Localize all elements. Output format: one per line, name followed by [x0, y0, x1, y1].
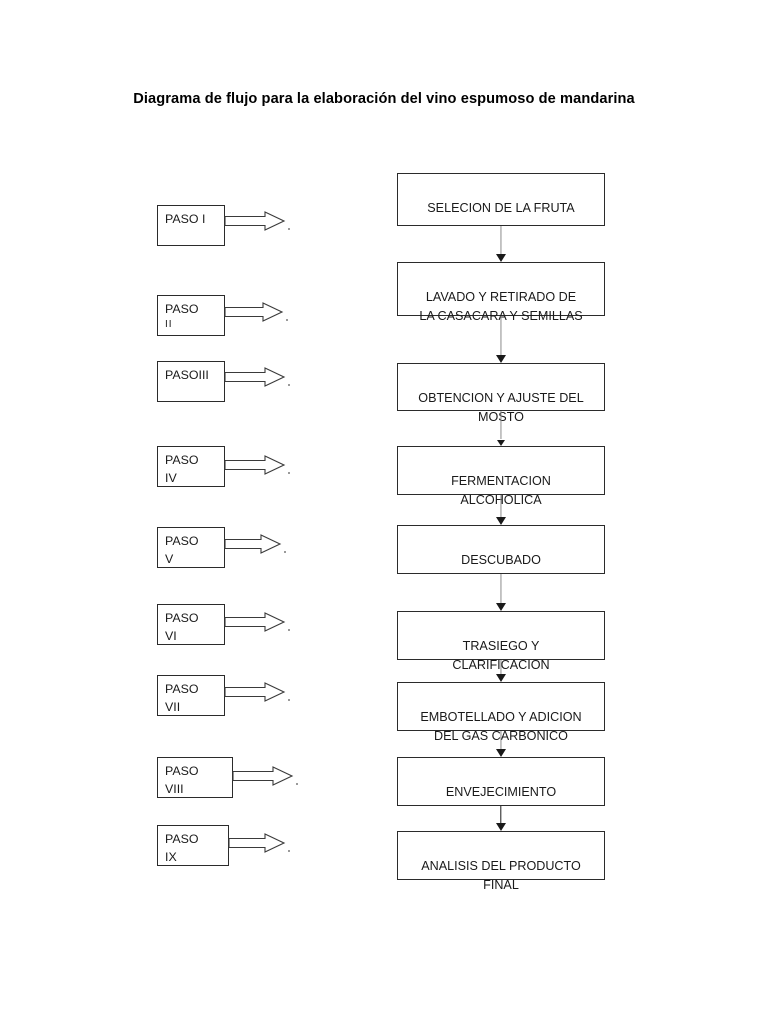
step-box-paso-9[interactable]: PASO IX: [157, 825, 229, 866]
process-label: OBTENCION Y AJUSTE DEL MOSTO: [418, 391, 584, 424]
step-box-paso-3[interactable]: PASOIII: [157, 361, 225, 402]
connector-arrow-6: [494, 660, 508, 682]
step-label-line-1: PASOIII: [165, 368, 209, 382]
step-label-line-1: PASO: [165, 764, 199, 778]
process-box-fermentacion[interactable]: FERMENTACION ALCOHOLICA: [397, 446, 605, 507]
step-arrow-paso-2: [224, 302, 288, 322]
process-box-mosto[interactable]: OBTENCION Y AJUSTE DEL MOSTO: [397, 363, 605, 424]
connector-arrowhead: [496, 355, 506, 363]
connector-arrowhead: [497, 440, 505, 446]
step-box-paso-8[interactable]: PASO VIII: [157, 757, 233, 798]
page-title-line-2: mandarina: [560, 91, 635, 107]
connector-stem: [500, 226, 502, 254]
connector-arrowhead: [496, 254, 506, 262]
step-box-paso-7[interactable]: PASO VII: [157, 675, 225, 716]
connector-arrow-7: [494, 731, 508, 757]
connector-stem: [500, 411, 502, 439]
step-box-paso-1[interactable]: PASO I: [157, 205, 225, 246]
connector-arrow-5: [494, 574, 508, 611]
connector-arrowhead: [496, 517, 506, 525]
process-box-trasiego[interactable]: TRASIEGO Y CLARIFICACION: [397, 611, 605, 672]
connector-stem: [500, 574, 502, 603]
connector-stem: [500, 806, 502, 823]
page-title-line-1: Diagrama de flujo para la elaboración de…: [133, 91, 556, 107]
step-label-line-2: VIII: [165, 781, 184, 796]
step-label-line-1: PASO I: [165, 212, 206, 226]
step-label-line-1: PASO: [165, 832, 199, 846]
arrow-tail-dot: [286, 319, 288, 321]
connector-stem: [500, 660, 502, 674]
connector-arrowhead: [496, 603, 506, 611]
step-label-line-1: PASO: [165, 611, 199, 625]
step-label-line-1: PASO: [165, 682, 199, 696]
connector-stem: [500, 731, 502, 749]
step-label-line-1: PASO: [165, 534, 199, 548]
connector-arrowhead: [496, 749, 506, 757]
connector-arrow-8: [494, 806, 508, 831]
step-box-paso-6[interactable]: PASO VI: [157, 604, 225, 645]
process-label: DESCUBADO: [461, 553, 541, 567]
page-title: Diagrama de flujo para la elaboración de…: [118, 84, 650, 115]
connector-arrow-2: [494, 316, 508, 363]
step-arrow-paso-8: [232, 766, 298, 786]
step-arrow-paso-7: [224, 682, 290, 702]
arrow-tail-dot: [284, 551, 286, 553]
step-box-paso-2[interactable]: PASO II: [157, 295, 225, 336]
connector-arrow-3: [494, 411, 508, 446]
process-box-analisis[interactable]: ANALISIS DEL PRODUCTO FINAL: [397, 831, 605, 892]
step-arrow-paso-1: [224, 211, 290, 231]
process-label: ENVEJECIMIENTO: [445, 785, 557, 799]
step-label-line-1: PASO: [165, 453, 199, 467]
step-label-line-2: VI: [165, 628, 177, 643]
process-label: ANALISIS DEL PRODUCTO FINAL: [421, 859, 581, 892]
connector-arrow-4: [494, 495, 508, 525]
arrow-tail-dot: [288, 228, 290, 230]
step-arrow-paso-3: [224, 367, 290, 387]
step-box-paso-4[interactable]: PASO IV: [157, 446, 225, 487]
process-label: SELECION DE LA FRUTA: [427, 201, 575, 215]
step-arrow-paso-5: [224, 534, 286, 554]
step-label-line-2: IX: [165, 849, 177, 864]
arrow-tail-dot: [288, 629, 290, 631]
arrow-tail-dot: [288, 850, 290, 852]
step-label-line-2: V: [165, 551, 174, 566]
process-box-embotellado[interactable]: EMBOTELLADO Y ADICION DEL GAS CARBONICO: [397, 682, 605, 743]
step-arrow-paso-9: [228, 833, 290, 853]
step-box-paso-5[interactable]: PASO V: [157, 527, 225, 568]
connector-stem: [500, 316, 502, 355]
connector-stem: [500, 495, 502, 517]
arrow-tail-dot: [288, 699, 290, 701]
step-label-line-2: VII: [165, 699, 181, 714]
process-box-envejecimiento[interactable]: ENVEJECIMIENTO: [397, 757, 605, 806]
arrow-tail-dot: [296, 783, 298, 785]
connector-arrow-1: [494, 226, 508, 262]
step-label-line-2: IV: [165, 470, 177, 485]
process-box-selection[interactable]: SELECION DE LA FRUTA: [397, 173, 605, 226]
step-arrow-paso-4: [224, 455, 290, 475]
arrow-tail-dot: [288, 472, 290, 474]
connector-arrowhead: [496, 674, 506, 682]
process-label: LAVADO Y RETIRADO DE LA CASACARA Y SEMIL…: [419, 290, 583, 323]
step-label-line-2: II: [165, 318, 173, 330]
step-arrow-paso-6: [224, 612, 290, 632]
arrow-tail-dot: [288, 384, 290, 386]
process-box-lavado[interactable]: LAVADO Y RETIRADO DE LA CASACARA Y SEMIL…: [397, 262, 605, 323]
process-label: EMBOTELLADO Y ADICION DEL GAS CARBONICO: [420, 710, 582, 743]
connector-arrowhead: [496, 823, 506, 831]
step-label-line-1: PASO: [165, 302, 199, 316]
process-box-descubado[interactable]: DESCUBADO: [397, 525, 605, 574]
